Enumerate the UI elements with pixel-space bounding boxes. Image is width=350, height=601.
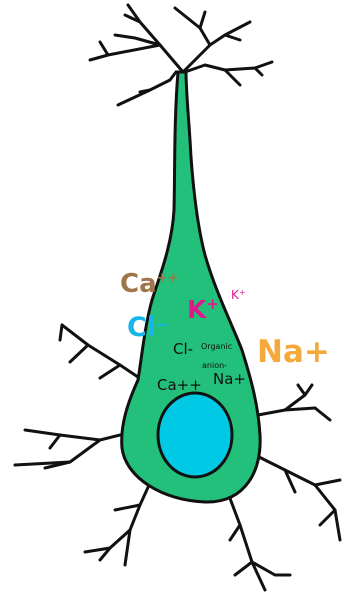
label-ca-inside: Ca++ — [157, 376, 202, 394]
label-cl-inside: Cl- — [173, 340, 193, 358]
label-organic-anion-line2: anion- — [202, 361, 227, 370]
nucleus — [158, 393, 232, 477]
label-organic-anion-line1: Organic — [201, 342, 232, 351]
label-na-inside: Na+ — [213, 370, 246, 388]
label-na-outside: Na+ — [257, 334, 330, 370]
label-k-outside: K+ — [231, 288, 246, 302]
